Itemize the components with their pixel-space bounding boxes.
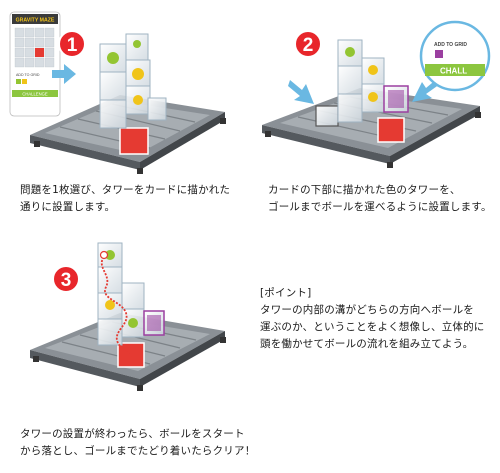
text-line: 問題を1枚選び、タワーをカードに描かれた (20, 184, 231, 196)
arrow-icon (412, 78, 440, 102)
step-number: 1 (67, 35, 78, 56)
text-line: から落とし、ゴールまでたどり着いたらクリア！ (20, 445, 256, 457)
step-badge: 1 (58, 30, 86, 58)
arrow-icon (52, 64, 76, 84)
point-line: 頭を働かせてボールの流れを組み立てよう。 (260, 338, 474, 350)
text-line: タワーの設置が終わったら、ボールをスタート (20, 428, 245, 440)
text-line: カードの下部に描かれた色のタワーを、 (268, 184, 461, 196)
step-badge: 3 (52, 265, 80, 293)
text-line: ゴールまでボールを運べるように設置します。 (268, 201, 492, 213)
text-line: 通りに設置します。 (20, 201, 116, 213)
card-callout: ADD TO GRID CHALL (419, 20, 491, 92)
arrow-icon (288, 80, 314, 104)
step-1-illustration: GRAVITY MAZE ADD TO GRID CHALLENGE (9, 11, 226, 174)
step-2-illustration: ADD TO GRID CHALL 2 (262, 20, 491, 168)
callout-challenge: CHALL (440, 67, 467, 76)
step-1-description: 問題を1枚選び、タワーをカードに描かれた 通りに設置します。 (20, 182, 230, 216)
step-2-panel: ADD TO GRID CHALL 2 カードの下部に描かれた色のタワーを、 ゴ… (250, 0, 500, 235)
ball-path (100, 256, 133, 360)
ball-icon (99, 250, 109, 260)
card-logo: GRAVITY MAZE (16, 18, 55, 24)
step-3-panel: 3 タワーの設置が終わったら、ボールをスタート から落とし、ゴールまでたどり着い… (0, 235, 255, 473)
point-heading: [ポイント] (260, 287, 312, 299)
point-line: 運ぶのか、ということをよく想像し、立体的に (260, 321, 485, 333)
step-2-description: カードの下部に描かれた色のタワーを、 ゴールまでボールを運べるように設置します。 (268, 182, 492, 216)
step-3-description: タワーの設置が終わったら、ボールをスタート から落とし、ゴールまでたどり着いたら… (20, 426, 255, 460)
step-number: 2 (303, 35, 314, 56)
point-line: タワーの内部の溝がどちらの方向へボールを (260, 304, 474, 316)
maze-towers (315, 39, 409, 143)
step-3-illustration: 3 (30, 242, 226, 391)
step-1-panel: GRAVITY MAZE ADD TO GRID CHALLENGE (0, 0, 250, 235)
maze-towers (99, 33, 167, 155)
step-number: 3 (61, 270, 72, 291)
callout-add-to-grid: ADD TO GRID (434, 42, 467, 48)
challenge-card: GRAVITY MAZE ADD TO GRID CHALLENGE (9, 11, 61, 117)
point-section: [ポイント] タワーの内部の溝がどちらの方向へボールを 運ぶのか、ということをよ… (260, 285, 485, 353)
card-challenge: CHALLENGE (22, 91, 48, 96)
card-add-to-grid: ADD TO GRID (16, 73, 40, 77)
step-badge: 2 (294, 30, 322, 58)
